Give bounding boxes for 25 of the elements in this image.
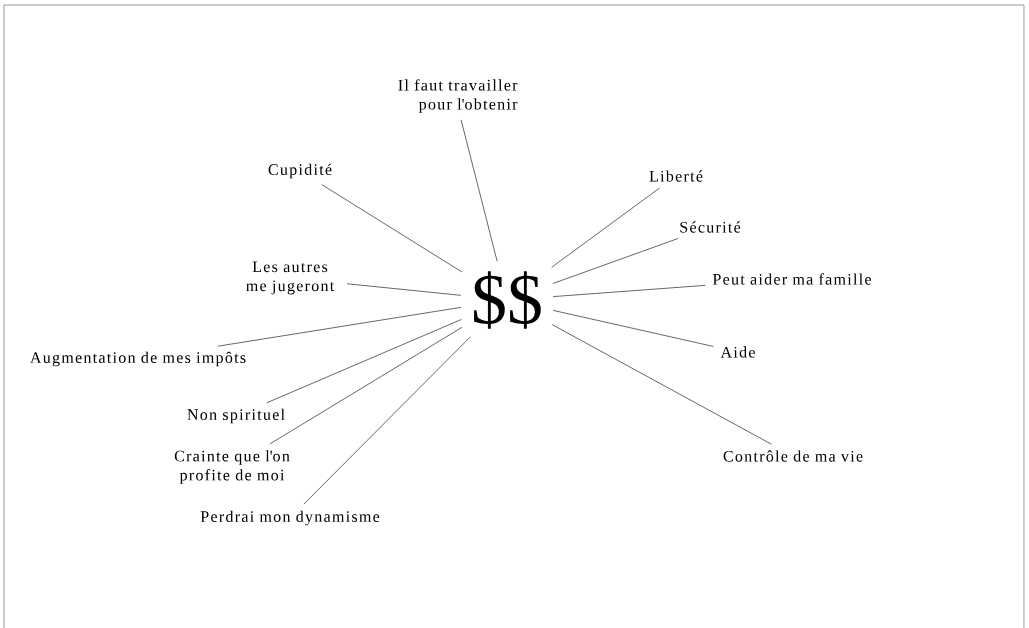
word-label: Cupidité	[268, 163, 332, 179]
word-label: Il faut travailler pour l'obtenir	[398, 79, 518, 113]
word-label: Liberté	[649, 170, 703, 182]
connector-line	[552, 310, 714, 347]
connector-line	[217, 307, 462, 347]
connector-line	[321, 184, 463, 273]
word-label: Augmentation de mes impôts	[30, 351, 246, 367]
connector-line	[269, 327, 463, 445]
connector-line	[551, 187, 660, 268]
dollar-signs: $$	[474, 271, 541, 329]
word-label: Peut aider ma famille	[712, 273, 871, 285]
word-label: Non spirituel	[187, 408, 285, 424]
word-label: Aide	[720, 346, 755, 358]
connector-line	[552, 238, 679, 284]
word-label: Perdrai mon dynamisme	[200, 510, 380, 526]
word-label: Sécurité	[680, 221, 741, 233]
word-label: Crainte que l'on profite de moi	[174, 450, 290, 484]
connector-line	[303, 336, 471, 505]
connector-line	[460, 119, 498, 262]
connector-line	[266, 319, 462, 404]
word-label: Contrôle de ma vie	[723, 450, 863, 462]
connector-line	[346, 283, 462, 296]
connector-line	[552, 285, 706, 297]
connector-line	[551, 324, 772, 445]
word-label: Les autres me jugeront	[246, 261, 335, 295]
